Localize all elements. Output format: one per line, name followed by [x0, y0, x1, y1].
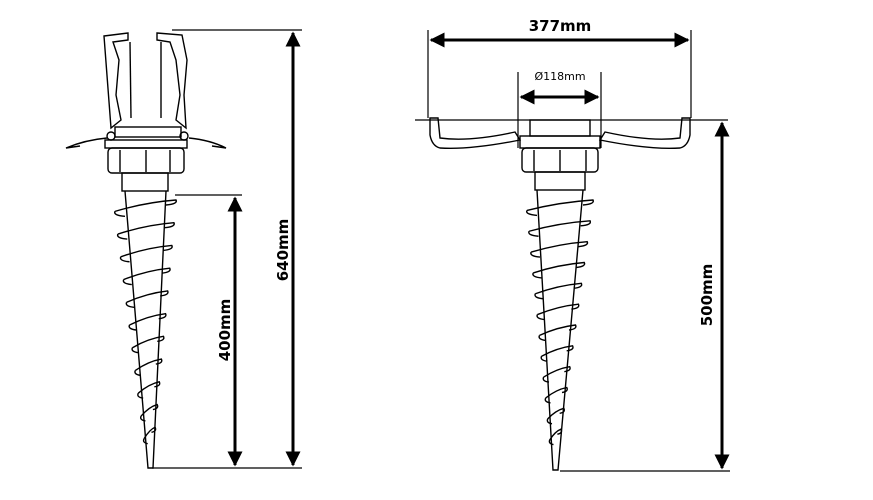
dimension-label-500mm: 500mm — [698, 264, 716, 327]
dimension-label-400mm: 400mm — [216, 299, 234, 362]
screw-thread — [116, 221, 175, 240]
dimension-118mm: Ø118mm — [517, 70, 602, 148]
dimension-label-640mm: 640mm — [274, 219, 292, 282]
screw-thread — [542, 365, 571, 383]
screw-thread — [534, 282, 583, 300]
screw-thread — [114, 199, 177, 218]
screw-thread — [137, 381, 161, 399]
screw-thread — [546, 407, 566, 425]
screw-thread — [526, 199, 594, 217]
spike-with-clamp-drawing — [65, 32, 227, 469]
dimension-label-118mm: Ø118mm — [534, 70, 585, 83]
screw-thread — [134, 358, 163, 377]
dimension-640mm: 640mm — [152, 29, 302, 469]
screw-thread — [536, 303, 580, 321]
dimension-label-377mm: 377mm — [529, 17, 592, 35]
screw-thread — [548, 428, 563, 446]
screw-thread — [538, 324, 577, 342]
screw-thread — [128, 312, 167, 331]
screw-thread — [540, 345, 574, 362]
screw-thread — [532, 261, 586, 279]
screw-thread — [119, 244, 173, 263]
dimension-500mm: 500mm — [560, 121, 730, 472]
screw-thread — [125, 290, 169, 308]
screw-thread — [142, 426, 157, 445]
screw-thread — [530, 240, 589, 258]
screw-thread — [544, 386, 568, 404]
screw-thread — [131, 335, 165, 354]
dimension-400mm: 400mm — [175, 194, 243, 467]
screw-thread — [528, 220, 592, 237]
screw-thread — [122, 267, 171, 286]
spike-with-tray-drawing — [415, 117, 728, 471]
dimension-377mm: 377mm — [427, 17, 692, 118]
screw-thread — [140, 403, 159, 422]
